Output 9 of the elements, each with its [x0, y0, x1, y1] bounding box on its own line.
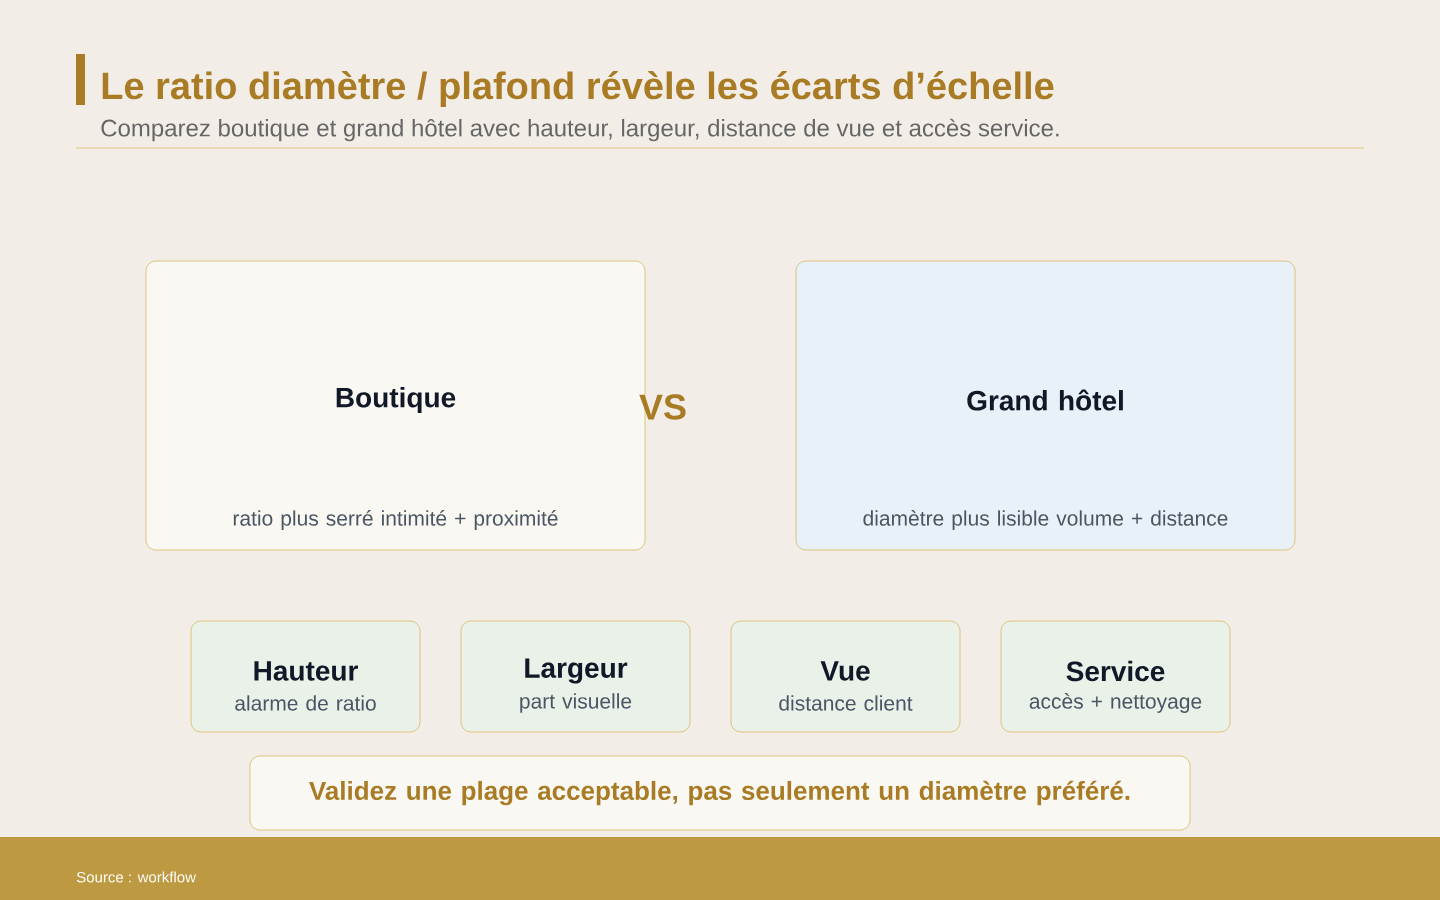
criterion-card: Largeur part visuelle	[460, 620, 691, 733]
source-note: Source : workflow	[76, 871, 196, 883]
criterion-card: Hauteur alarme de ratio	[190, 620, 421, 733]
subtitle: Comparez boutique et grand hôtel avec hauteur, largeur, distance de vue et accès service.	[101, 118, 1059, 142]
message-banner: Validez une plage acceptable, pas seulement un diamètre préféré.	[249, 755, 1191, 831]
criterion-card: Service accès + nettoyage	[1000, 620, 1231, 733]
comparison-card: Grand hôtel diamètre plus lisible volume + distance	[795, 260, 1296, 551]
criterion-card: Vue distance client	[730, 620, 961, 733]
title: Le ratio diamètre / plafond révèle les écarts d’échelle	[102, 71, 1054, 107]
